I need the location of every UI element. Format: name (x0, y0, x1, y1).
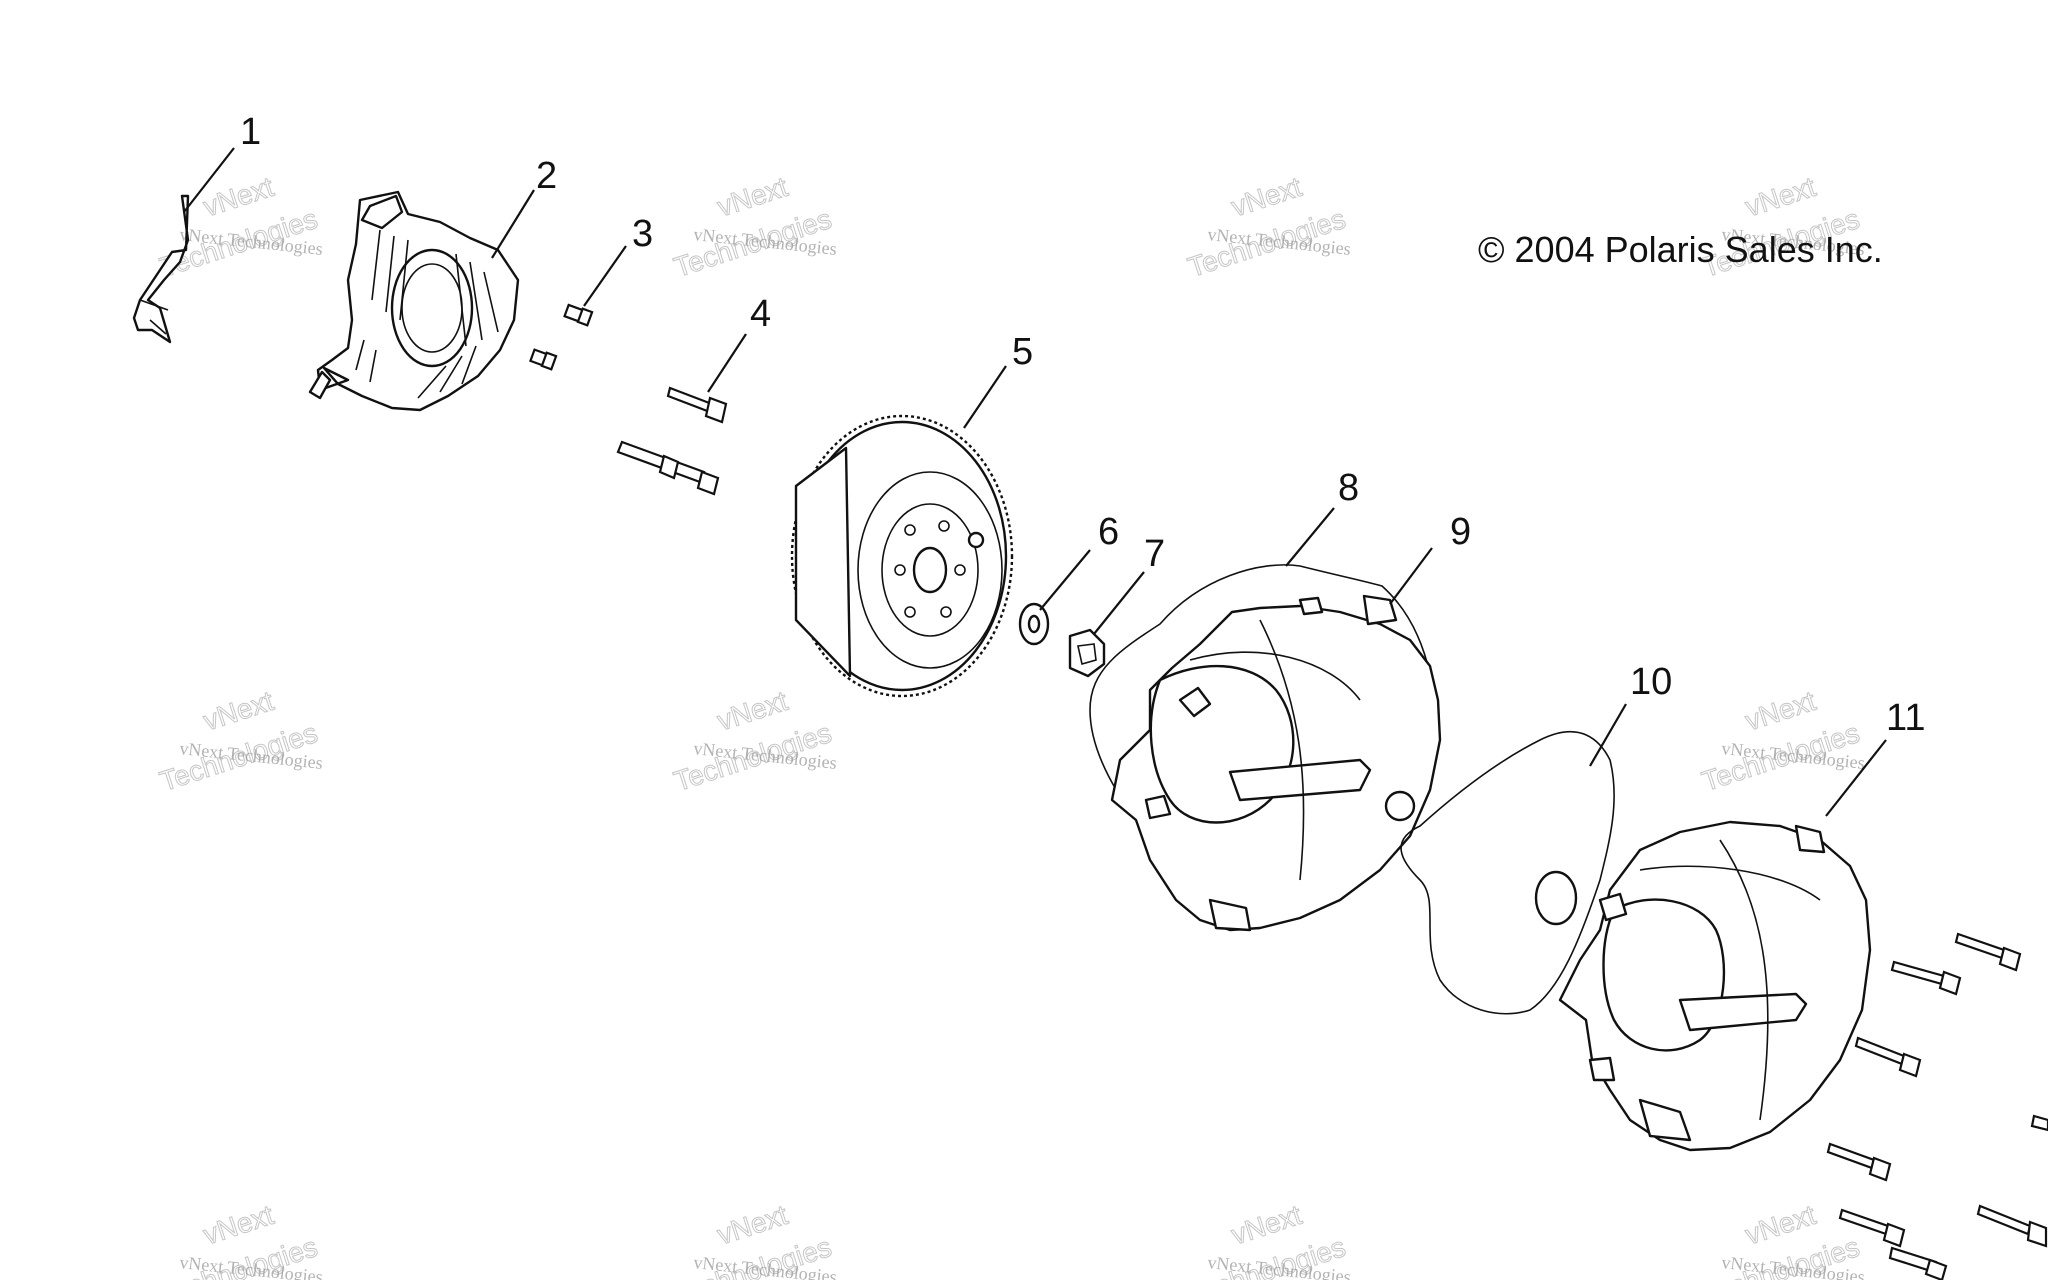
flywheel-bolt-holes (894, 520, 966, 618)
callout-9: 9 (1450, 511, 1471, 553)
leader-10 (1589, 703, 1627, 767)
watermark-text: vNext (714, 171, 792, 223)
part-1-bracket[interactable] (132, 194, 190, 344)
part-6-washer[interactable] (1018, 602, 1050, 646)
leader-6 (1039, 549, 1091, 611)
callout-8: 8 (1338, 467, 1359, 509)
part-4-bolts[interactable] (616, 386, 728, 496)
callout-10: 10 (1630, 661, 1672, 703)
leader-1 (183, 147, 235, 213)
part-9-clutch-cover[interactable] (1110, 594, 1442, 932)
callout-2: 2 (536, 155, 557, 197)
leader-5 (963, 365, 1007, 429)
watermark-text: vNext (1742, 1199, 1820, 1251)
part-7-nut[interactable] (1068, 628, 1106, 678)
watermark-text: vNext (1228, 171, 1306, 223)
cover-bolts[interactable] (1826, 932, 2048, 1280)
part-2-stator[interactable] (308, 190, 520, 412)
part-5-flywheel[interactable] (790, 414, 1014, 698)
callout-4: 4 (750, 293, 771, 335)
watermark-text: vNext (200, 685, 278, 737)
part-11-cover[interactable] (1558, 820, 1872, 1152)
leader-4 (707, 333, 747, 393)
part-3-screws[interactable] (529, 303, 594, 371)
watermark-text: vNext (714, 685, 792, 737)
leader-11 (1825, 739, 1887, 817)
leader-7 (1093, 571, 1145, 635)
leader-8 (1285, 507, 1335, 567)
leader-2 (491, 189, 535, 259)
callout-5: 5 (1012, 331, 1033, 373)
part-10-gasket[interactable] (1400, 730, 1615, 1015)
copyright-text: © 2004 Polaris Sales Inc. (1478, 229, 1883, 270)
leader-3 (583, 245, 627, 307)
watermark-text: vNext (200, 1199, 278, 1251)
callout-7: 7 (1144, 533, 1165, 575)
watermark-text: vNext (714, 1199, 792, 1251)
callout-11: 11 (1886, 697, 1925, 739)
watermark-text: vNext (1228, 1199, 1306, 1251)
callout-1: 1 (240, 111, 261, 153)
callout-6: 6 (1098, 511, 1119, 553)
callout-3: 3 (632, 213, 653, 255)
watermark-text: vNext (1742, 685, 1820, 737)
watermark-text: vNext (1742, 171, 1820, 223)
leader-9 (1389, 547, 1433, 605)
leader-lines (183, 147, 1887, 817)
callout-numbers: 1 2 3 4 5 6 7 8 9 10 11 (240, 111, 1925, 739)
